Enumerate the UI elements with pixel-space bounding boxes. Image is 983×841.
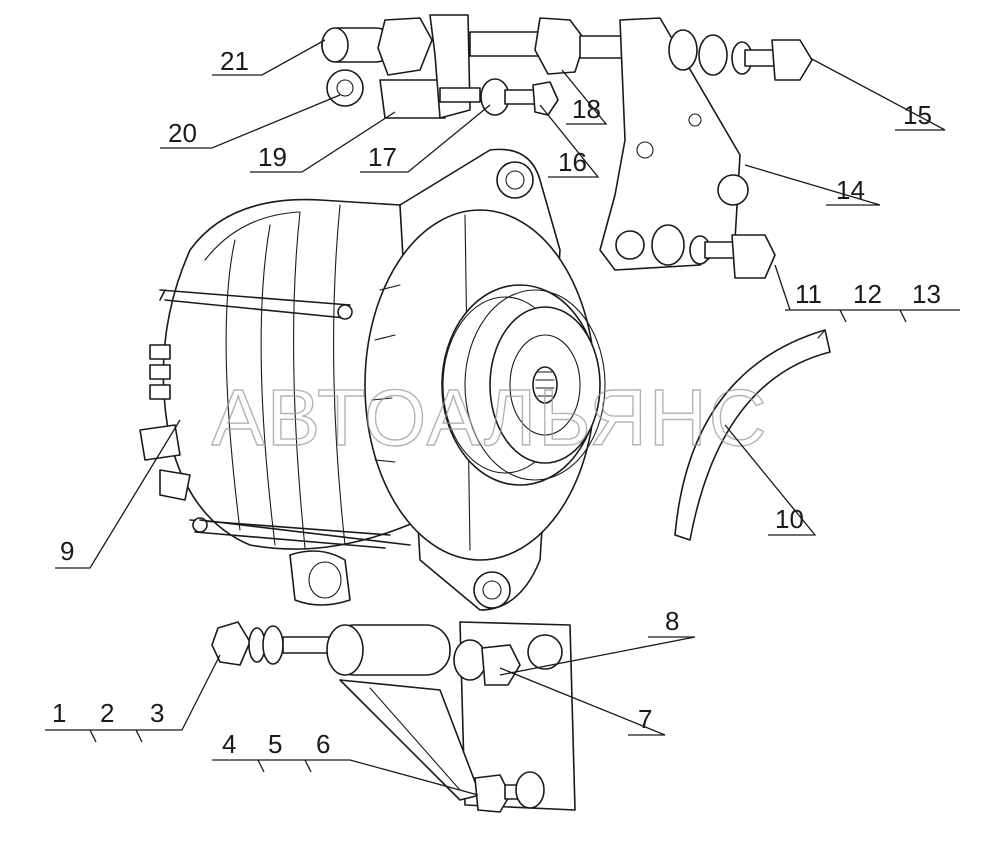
alternator [139,148,606,611]
watermark-text: АВТОАЛЬЯНС [212,373,769,462]
callout-7: 7 [638,704,652,734]
callout-1: 1 [52,698,66,728]
upper-bolt-assembly [321,14,813,279]
callout-4: 4 [222,729,236,759]
callout-16: 16 [558,147,587,177]
callout-6: 6 [316,729,330,759]
callout-17: 17 [368,142,397,172]
callout-9: 9 [60,536,74,566]
callout-21: 21 [220,46,249,76]
callout-18: 18 [572,94,601,124]
callout-19: 19 [258,142,287,172]
callout-12: 12 [853,279,882,309]
callout-5: 5 [268,729,282,759]
belt-segment [674,329,831,541]
leader-lines [45,39,960,796]
callout-20: 20 [168,118,197,148]
callout-15: 15 [903,100,932,130]
callout-8: 8 [665,606,679,636]
callout-11: 11 [795,279,822,309]
callout-10: 10 [775,504,804,534]
callout-labels: 21 20 19 17 16 18 15 14 11 12 13 10 9 8 … [52,46,941,759]
lower-tension-assembly [211,621,576,813]
callout-14: 14 [836,175,865,205]
callout-2: 2 [100,698,114,728]
callout-13: 13 [912,279,941,309]
callout-3: 3 [150,698,164,728]
